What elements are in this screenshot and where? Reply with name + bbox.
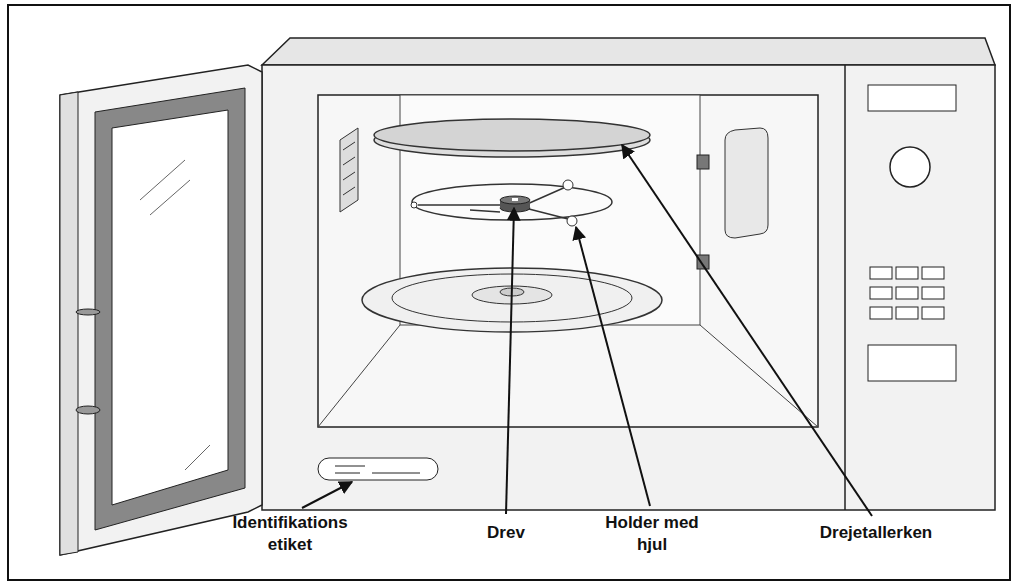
- door: [60, 65, 262, 555]
- turntable: [374, 119, 650, 151]
- oven-body: [262, 65, 995, 510]
- leader-line: [302, 482, 352, 508]
- part-label: Drev: [466, 522, 546, 544]
- oven-cavity: [318, 95, 818, 427]
- part-label: Drejetallerken: [796, 522, 956, 544]
- wall-opening: [725, 128, 768, 238]
- frame: [8, 5, 1010, 580]
- oven-top: [262, 38, 995, 65]
- part-label: Holder med hjul: [602, 512, 702, 556]
- id-plate: [318, 458, 438, 480]
- roller-ring: [412, 184, 612, 220]
- door-gasket: [95, 88, 245, 530]
- leader-line: [576, 227, 650, 506]
- part-label: Identifikations etiket: [220, 512, 360, 556]
- drive: [500, 196, 530, 204]
- leader-line: [506, 208, 514, 514]
- vent: [340, 128, 358, 212]
- leader-line: [622, 145, 872, 516]
